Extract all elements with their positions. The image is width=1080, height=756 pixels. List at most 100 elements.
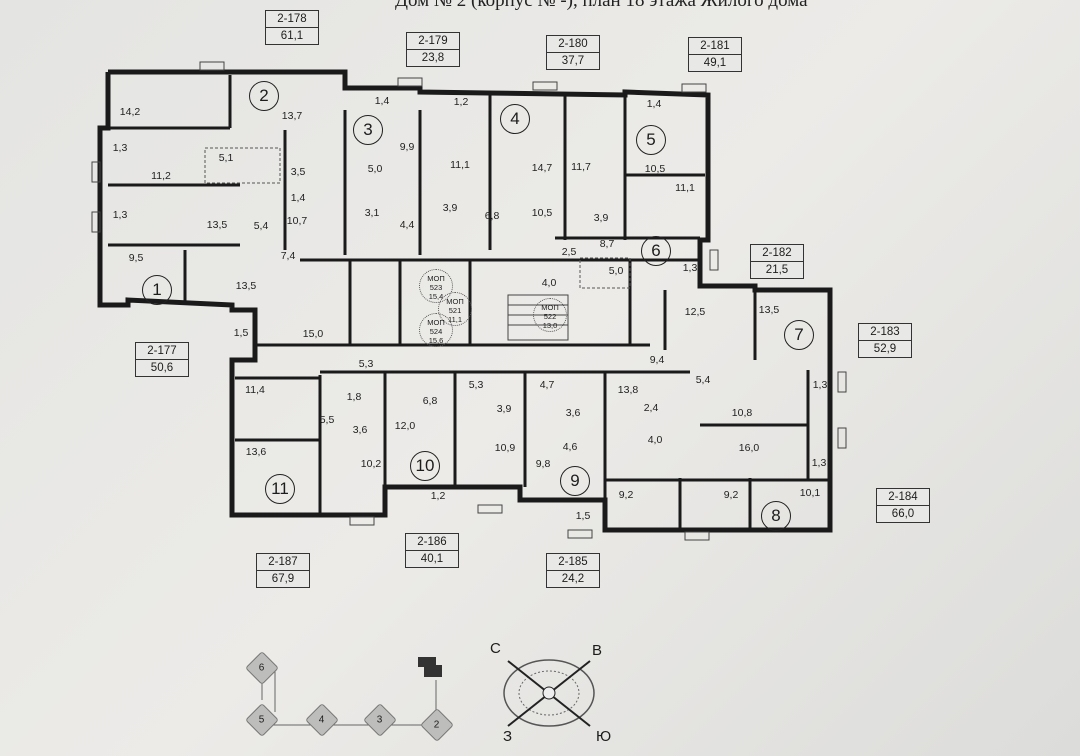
room-area: 5,4 [253,220,269,232]
apartment-number: 9 [560,466,590,496]
apartment-tag: 2-178 61,1 [265,10,319,45]
common-area-label: МОП [427,274,445,283]
room-area: 14,7 [531,162,553,174]
apartment-tag: 2-177 50,6 [135,342,189,377]
room-area: 11,2 [151,170,171,182]
section-label: 2 [434,719,440,731]
section-label: 5 [259,714,265,726]
apartment-area: 61,1 [280,30,304,42]
room-area: 13,5 [235,280,257,292]
room-area: 13,8 [617,384,639,396]
room-area: 9,2 [618,489,634,501]
room-area: 6,8 [422,395,438,407]
apartment-number: 10 [410,451,440,481]
room-area: 13,7 [281,110,303,122]
apartment-id: 2-178 [266,11,318,28]
apartment-area: 24,2 [561,573,585,585]
room-area: 5,0 [367,163,383,175]
section-label: 3 [377,714,383,726]
common-area-label: МОП [427,318,445,327]
room-area: 10,9 [494,442,516,454]
room-area: 9,2 [723,489,739,501]
apartment-tag: 2-181 49,1 [688,37,742,72]
room-area: 10,5 [531,207,553,219]
room-area: 11,7 [571,161,591,173]
room-area: 1,3 [811,457,827,469]
room-area: 3,1 [364,207,380,219]
room-area: 10,2 [360,458,382,470]
room-area: 16,0 [738,442,760,454]
room-area: 3,9 [496,403,512,415]
common-area-number: 524 [429,327,443,336]
room-area: 15,0 [302,328,324,340]
room-area: 1,3 [112,142,128,154]
apartment-area: 52,9 [873,343,897,355]
room-area: 11,1 [675,182,695,194]
room-area: 3,9 [593,212,609,224]
walls [91,61,847,541]
apartment-number: 5 [636,125,666,155]
room-area: 3,5 [290,166,306,178]
apartment-tag: 2-182 21,5 [750,244,804,279]
room-area: 1,5 [233,327,249,339]
apartment-number: 8 [761,501,791,531]
room-area: 11,4 [245,384,265,396]
apartment-number: 2 [249,81,279,111]
room-area: 5,1 [218,152,234,164]
room-area: 4,0 [647,434,663,446]
apartment-area: 49,1 [703,57,727,69]
room-area: 13,5 [206,219,228,231]
room-area: 2,4 [643,402,659,414]
apartment-area: 50,6 [150,362,174,374]
room-area: 4,0 [541,277,557,289]
room-area: 9,9 [399,141,415,153]
apartment-id: 2-182 [751,245,803,262]
room-area: 2,5 [561,246,577,258]
apartment-number: 11 [265,474,295,504]
common-area-size: 11,1 [447,315,463,324]
apartment-tag: 2-183 52,9 [858,323,912,358]
room-area: 11,1 [450,159,470,171]
room-area: 9,8 [535,458,551,470]
apartment-area: 37,7 [561,55,585,67]
apartment-id: 2-187 [257,554,309,571]
apartment-id: 2-181 [689,38,741,55]
room-area: 3,6 [565,407,581,419]
apartment-number: 1 [142,275,172,305]
room-area: 10,5 [644,163,666,175]
room-area: 13,6 [245,446,267,458]
room-area: 1,3 [682,262,698,274]
room-area: 4,4 [399,219,415,231]
room-area: 10,7 [286,215,308,227]
apartment-tag: 2-187 67,9 [256,553,310,588]
compass-west: З [503,728,513,745]
apartment-area: 67,9 [271,573,295,585]
room-area: 4,7 [539,379,555,391]
apartment-tag: 2-185 24,2 [546,553,600,588]
apartment-number: 7 [784,320,814,350]
room-area: 9,5 [128,252,144,264]
apartment-id: 2-183 [859,324,911,341]
room-area: 3,9 [442,202,458,214]
room-area: 1,2 [430,490,446,502]
room-area: 1,3 [812,379,828,391]
apartment-id: 2-185 [547,554,599,571]
common-area-label: МОП [541,303,559,312]
common-area-label: МОП [446,297,464,306]
section-label: 4 [319,714,325,726]
room-area: 5,3 [468,379,484,391]
room-area: 1,3 [112,209,128,221]
apartment-id: 2-186 [406,534,458,551]
apartment-id: 2-177 [136,343,188,360]
common-area-size: 15,6 [428,336,444,345]
room-area: 1,4 [646,98,662,110]
room-area: 1,4 [290,192,306,204]
room-area: 5,5 [319,414,335,426]
compass-north: С [490,640,501,657]
apartment-area: 21,5 [765,264,789,276]
